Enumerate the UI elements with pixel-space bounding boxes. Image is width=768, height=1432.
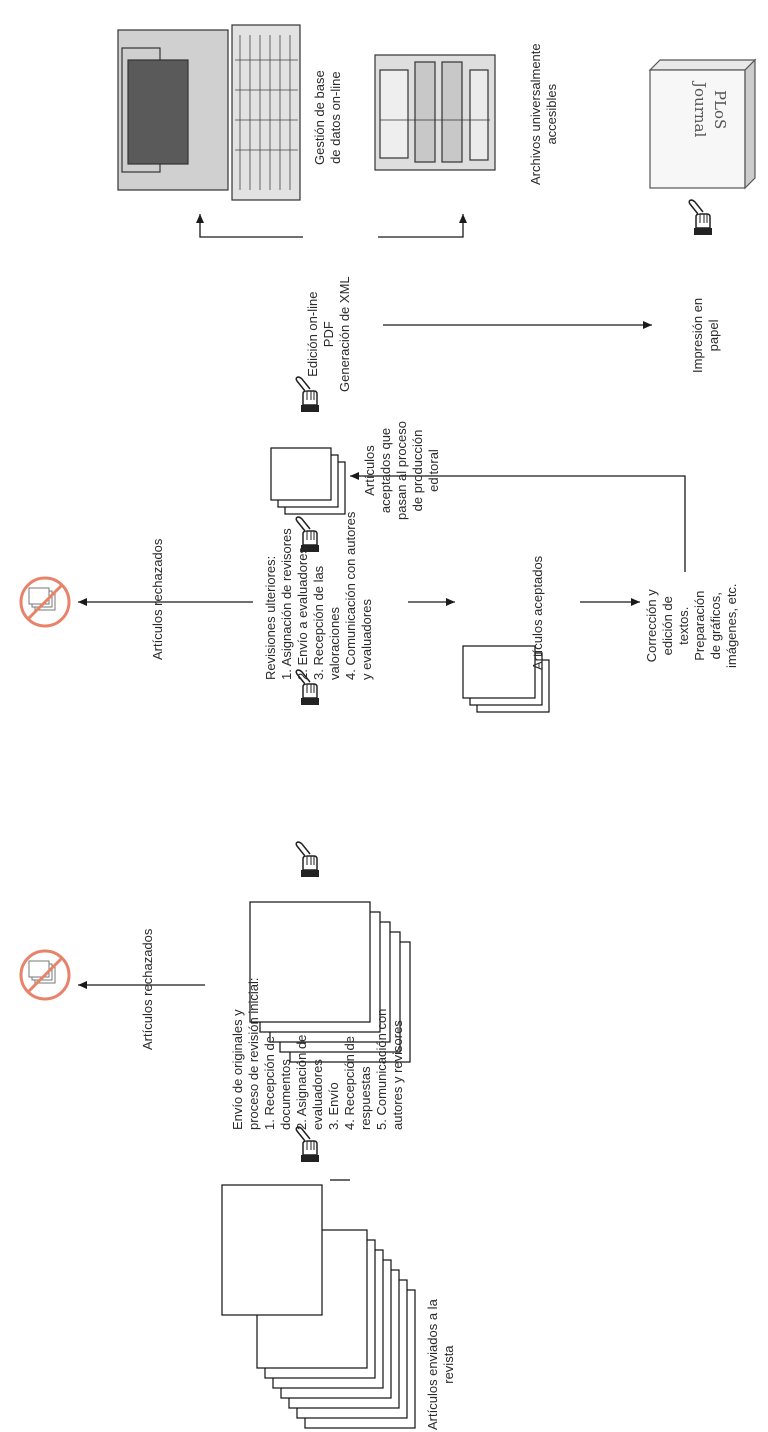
document-stack-icon (270, 447, 346, 515)
pointing-hand-icon (295, 841, 320, 878)
label-impresion-papel: Impresión en papel (690, 297, 721, 373)
label-articulos-enviados: Artículos enviados a la revista (425, 1299, 456, 1430)
prohibited-sign-icon (19, 949, 71, 1001)
desktop-computer-icon (117, 24, 301, 201)
document-stack-icon (249, 901, 411, 1063)
label-articulos-produccion: Artículos aceptados que pasan al proceso… (362, 420, 441, 520)
document-stack-icon (221, 1179, 416, 1429)
label-articulos-rechazados-2: Artículos rechazados (150, 538, 165, 660)
journal-box-label: PLoS Journal (691, 82, 729, 138)
label-gestion-base-datos: Gestión de base de datos on-line (312, 70, 343, 165)
label-articulos-rechazados-1: Artículos rechazados (140, 928, 155, 1050)
label-revisiones-ulteriores: Revisiones ulteriores: 1. Asignación de … (263, 511, 374, 680)
document-stack-icon (462, 645, 550, 713)
journal-box-icon (648, 58, 757, 190)
prohibited-sign-icon (19, 576, 71, 628)
label-envio-originales: Envío de originales y proceso de revisió… (230, 977, 405, 1130)
pointing-hand-icon (688, 199, 713, 236)
server-tower-icon (374, 54, 496, 171)
label-edicion-online: Edición on-line PDF Generación de XML (305, 276, 352, 392)
label-correccion-edicion: Corrección y edición de textos. Preparac… (644, 583, 739, 668)
pointing-hand-icon (295, 1126, 320, 1163)
label-articulos-aceptados: Artículos aceptados (530, 555, 545, 670)
label-archivos-accesibles: Archivos universalmente accesibles (528, 43, 559, 185)
